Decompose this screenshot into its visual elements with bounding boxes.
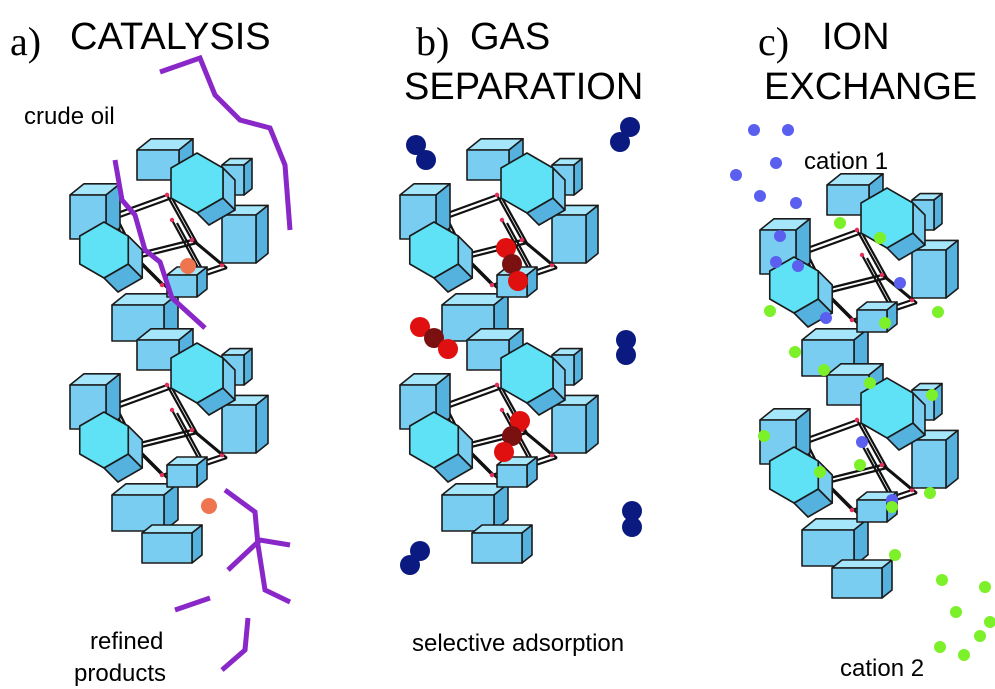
cation-2-dot xyxy=(950,606,962,618)
cation-1-dot xyxy=(748,124,760,136)
red-gas-molecules xyxy=(410,238,530,462)
cation-1-dot xyxy=(790,197,802,209)
refined-product-chain xyxy=(226,537,291,572)
catalyst-site-icon xyxy=(180,258,196,274)
cation-1-dot xyxy=(782,124,794,136)
refined-product-chain xyxy=(174,595,211,613)
cation-1-dot xyxy=(792,260,804,272)
blue-molecule-icon xyxy=(406,135,436,170)
cation-1-label: cation 1 xyxy=(804,148,889,175)
cation-1-dot xyxy=(770,157,782,169)
panel-title: GAS xyxy=(470,16,551,58)
cation-2-dot xyxy=(974,630,986,642)
panel-title-line2: SEPARATION xyxy=(404,66,644,108)
crude-oil-label: crude oil xyxy=(24,103,115,130)
cation-2-dot xyxy=(889,549,901,561)
panel-ion-exchange: c) ION EXCHANGE cation 1 cation 2 xyxy=(660,0,995,689)
panel-catalysis: a) CATALYSIS crude oil refined products xyxy=(0,0,330,689)
cation-2-dot xyxy=(932,306,944,318)
selective-adsorption-label: selective adsorption xyxy=(412,630,625,657)
cation-2-dots xyxy=(758,217,995,661)
cation-2-dot xyxy=(818,364,830,376)
refined-product-chain xyxy=(220,617,251,672)
cation-1-dot xyxy=(730,169,742,181)
catalysis-illustration xyxy=(69,54,293,672)
cation-2-dot xyxy=(984,616,995,628)
red-molecule-icon xyxy=(410,317,458,359)
refined-products-label-line2: products xyxy=(74,660,167,687)
refined-product-chain xyxy=(223,487,292,605)
crude-oil-chain xyxy=(112,159,207,330)
refined-products-label: refined xyxy=(90,628,164,655)
panel-letter: c) xyxy=(758,19,790,64)
gas-separation-illustration xyxy=(399,117,642,575)
cation-1-dot xyxy=(820,312,832,324)
panel-letter: b) xyxy=(416,19,450,64)
red-molecule-icon xyxy=(494,411,530,462)
cation-2-dot xyxy=(886,501,898,513)
cation-1-dot xyxy=(770,256,782,268)
blue-molecule-icon xyxy=(610,117,640,152)
cation-2-dot xyxy=(854,459,866,471)
cation-1-dot xyxy=(856,436,868,448)
cation-1-dot xyxy=(894,277,906,289)
panel-letter: a) xyxy=(10,19,42,64)
blue-gas-molecules xyxy=(400,117,642,575)
cation-2-dot xyxy=(764,305,776,317)
cation-1-dot xyxy=(754,190,766,202)
panel-title-line2: EXCHANGE xyxy=(764,66,978,108)
panel-gas-separation: b) GAS SEPARATION selective adsorption xyxy=(330,0,660,689)
cation-1-dots xyxy=(730,124,906,506)
red-molecule-icon xyxy=(496,238,528,291)
cation-2-dot xyxy=(789,346,801,358)
crude-oil-molecules xyxy=(112,54,293,672)
panel-title: CATALYSIS xyxy=(70,16,271,58)
cation-2-dot xyxy=(834,217,846,229)
panel-title: ION xyxy=(822,16,890,58)
cation-1-dot xyxy=(774,230,786,242)
cation-2-dot xyxy=(926,389,938,401)
cation-2-dot xyxy=(879,317,891,329)
cation-2-dot xyxy=(979,581,991,593)
cation-2-dot xyxy=(874,232,886,244)
cation-2-dot xyxy=(814,466,826,478)
blue-molecule-icon xyxy=(622,501,642,537)
cation-2-dot xyxy=(958,649,970,661)
zeolite-framework xyxy=(399,138,599,564)
blue-molecule-icon xyxy=(616,330,636,365)
catalyst-site-icon xyxy=(201,498,217,514)
cation-2-label: cation 2 xyxy=(840,655,925,682)
cation-2-dot xyxy=(924,487,936,499)
cation-2-dot xyxy=(936,574,948,586)
zeolite-framework xyxy=(759,173,959,599)
cation-2-dot xyxy=(934,641,946,653)
crude-oil-chain xyxy=(159,54,293,231)
blue-molecule-icon xyxy=(400,541,430,575)
zeolite-framework xyxy=(69,138,269,564)
ion-exchange-illustration xyxy=(730,124,995,661)
cation-2-dot xyxy=(864,377,876,389)
cation-2-dot xyxy=(758,430,770,442)
